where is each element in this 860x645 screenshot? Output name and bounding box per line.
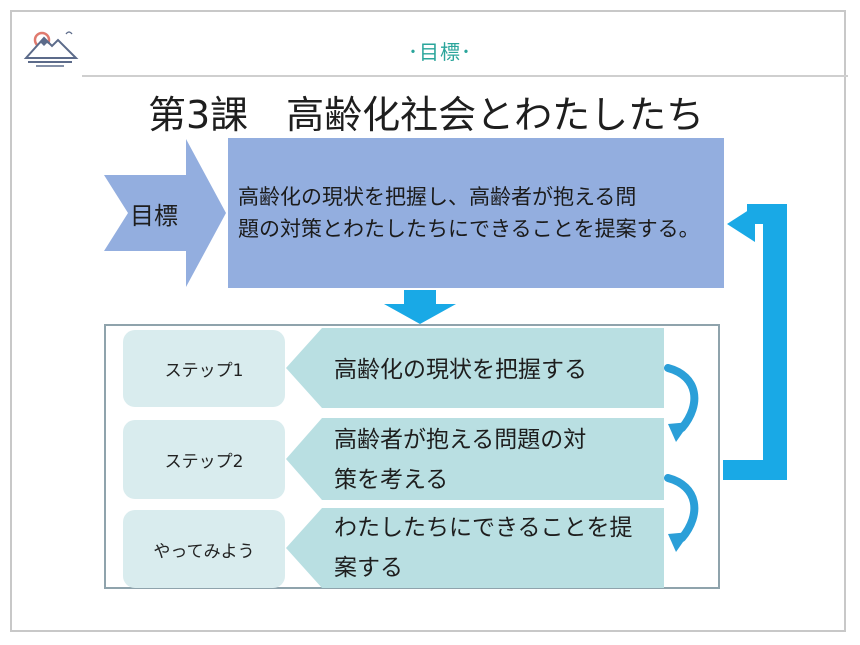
step-tab-2: ステップ2 (123, 420, 285, 499)
down-arrow-icon (384, 290, 456, 324)
header-label: ･目標･ (408, 40, 472, 64)
lesson-title: 第3課 高齢化社会とわたしたち (148, 93, 705, 137)
step-text-2: 高齢者が抱える問題の対 策を考える (334, 420, 586, 500)
step-text-3: わたしたちにできることを提 案する (334, 508, 633, 588)
step-bar-shape (286, 418, 664, 500)
step-text-line: わたしたちにできることを提 (334, 515, 633, 541)
slide-frame (10, 10, 846, 632)
goal-box: 高齢化の現状を把握し、高齢者が抱える問 題の対策とわたしたちにできることを提案す… (228, 138, 724, 288)
goal-text: 高齢化の現状を把握し、高齢者が抱える問 題の対策とわたしたちにできることを提案す… (238, 181, 700, 245)
goal-label: 目標 (130, 202, 178, 230)
goal-arrow-shape (104, 139, 226, 287)
step-bar-shape (286, 328, 664, 408)
step-text-1: 高齢化の現状を把握する (334, 350, 587, 390)
step-bar-3: わたしたちにできることを提 案する (286, 508, 664, 588)
step-tab-3: やってみよう (123, 510, 285, 588)
step-text-line: 高齢者が抱える問題の対 (334, 427, 587, 453)
step-tab-1: ステップ1 (123, 330, 285, 407)
goal-text-line: 題の対策とわたしたちにできることを提案する。 (238, 217, 700, 241)
curved-arrow-icon (664, 474, 699, 552)
step-bar-shape (286, 508, 664, 588)
mount-fuji-logo-icon (23, 31, 79, 67)
goal-text-line: 高齢化の現状を把握し、高齢者が抱える問 (238, 185, 637, 209)
step-bar-1: 高齢化の現状を把握する (286, 328, 664, 408)
feedback-loop-arrow-icon (723, 204, 787, 480)
step-text-line: 策を考える (334, 467, 449, 493)
step-bar-2: 高齢者が抱える問題の対 策を考える (286, 418, 664, 500)
header-divider (82, 75, 848, 77)
step-text-line: 案する (334, 555, 403, 581)
step-text-line: 高齢化の現状を把握する (334, 357, 587, 383)
curved-arrow-icon (664, 364, 699, 442)
